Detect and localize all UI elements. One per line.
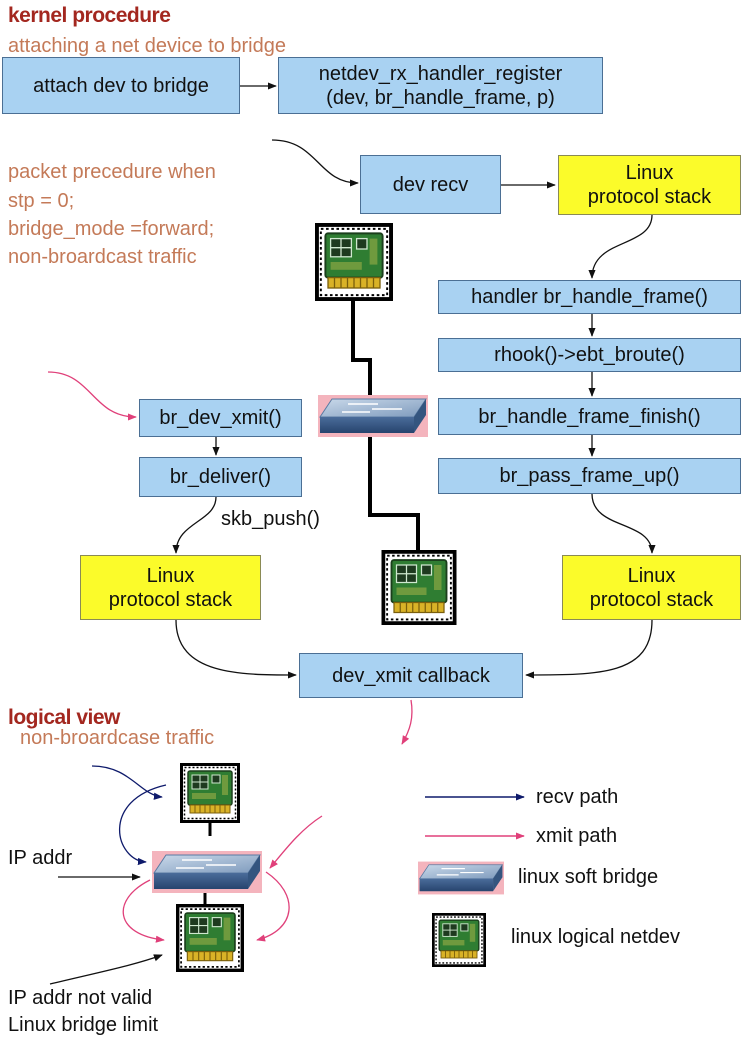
legend-soft-bridge-label: linux soft bridge bbox=[518, 866, 659, 888]
attach-dev-box: attach dev to bridge bbox=[2, 57, 240, 114]
br-pass-frame-up-box: br_pass_frame_up() bbox=[438, 458, 741, 494]
arrow-right-stack-to-devxmit bbox=[525, 619, 653, 679]
legend-bridge-icon bbox=[418, 860, 504, 896]
attaching-subtitle: attaching a net device to bridge bbox=[8, 35, 286, 57]
logical-view-diagram bbox=[49, 763, 323, 985]
arrow-into-dev-recv bbox=[271, 139, 359, 187]
condition-line-3: bridge_mode =forward; bbox=[8, 218, 215, 240]
arrow-left-stack-to-devxmit bbox=[175, 619, 297, 679]
linux-stack-left-box: Linux protocol stack bbox=[80, 555, 261, 620]
soft-bridge-icon bbox=[318, 395, 428, 437]
bridge-limit-label: Linux bridge limit bbox=[8, 1014, 159, 1036]
ip-addr-not-valid-label: IP addr not valid bbox=[8, 987, 153, 1009]
netdev-bottom-icon bbox=[382, 550, 457, 625]
rx-handler-register-line-2: (dev, br_handle_frame, p) bbox=[326, 86, 555, 109]
legend-graphics bbox=[418, 793, 525, 967]
legend-recv-path-label: recv path bbox=[536, 786, 619, 808]
recv-in-top bbox=[91, 765, 163, 800]
condition-line-2: stp = 0; bbox=[8, 190, 75, 212]
logical-view-heading: logical view bbox=[8, 706, 120, 729]
recv-top-to-bridge bbox=[119, 784, 167, 866]
bridge-topology bbox=[315, 223, 457, 625]
netdev-top-icon bbox=[315, 223, 393, 301]
skb-push-label: skb_push() bbox=[221, 508, 320, 530]
rhook-ebt-broute-box: rhook()->ebt_broute() bbox=[438, 338, 741, 372]
linux-stack-top-box: Linux protocol stack bbox=[558, 155, 741, 215]
arrow-deliver-to-stack bbox=[172, 496, 217, 554]
dev-xmit-callback-box: dev_xmit callback bbox=[299, 653, 523, 698]
xmit-bridge-left-down bbox=[122, 879, 165, 943]
logical-bridge-icon bbox=[151, 851, 263, 893]
legend-xmit-path-label: xmit path bbox=[536, 825, 618, 847]
br-dev-xmit-box: br_dev_xmit() bbox=[139, 399, 302, 437]
condition-line-4: non-broardcast traffic bbox=[8, 246, 197, 268]
br-deliver-box: br_deliver() bbox=[139, 457, 302, 497]
condition-line-1: packet precedure when bbox=[8, 161, 216, 183]
flow-connectors bbox=[172, 82, 656, 679]
xmit-in-right bbox=[269, 815, 323, 869]
arrow-into-br-dev-xmit bbox=[47, 371, 137, 421]
wire-top bbox=[351, 298, 420, 553]
logical-netdev-top-icon bbox=[180, 763, 240, 823]
xmit-bridge-right-down bbox=[256, 871, 290, 942]
ip-addr-label: IP addr bbox=[8, 847, 73, 869]
logical-view-subtitle: non-broardcase traffic bbox=[20, 727, 215, 749]
handler-br-handle-frame-box: handler br_handle_frame() bbox=[438, 280, 741, 314]
arrow-stack-to-handler bbox=[588, 214, 653, 279]
rx-handler-register-line-1: netdev_rx_handler_register bbox=[318, 62, 563, 85]
legend-netdev-icon bbox=[430, 913, 488, 967]
logical-netdev-bottom-icon bbox=[176, 904, 244, 972]
kernel-procedure-heading: kernel procedure bbox=[8, 4, 171, 27]
arrow-out-of-dev-xmit bbox=[401, 699, 413, 745]
legend-logical-netdev-label: linux logical netdev bbox=[511, 926, 680, 948]
dev-recv-box: dev recv bbox=[360, 155, 501, 214]
ip-invalid-arrow bbox=[49, 954, 163, 985]
rx-handler-register-box: netdev_rx_handler_register (dev, br_hand… bbox=[278, 57, 603, 114]
arrow-passup-to-stack bbox=[591, 493, 656, 554]
linux-stack-right-box: Linux protocol stack bbox=[562, 555, 741, 620]
br-handle-frame-finish-box: br_handle_frame_finish() bbox=[438, 398, 741, 435]
